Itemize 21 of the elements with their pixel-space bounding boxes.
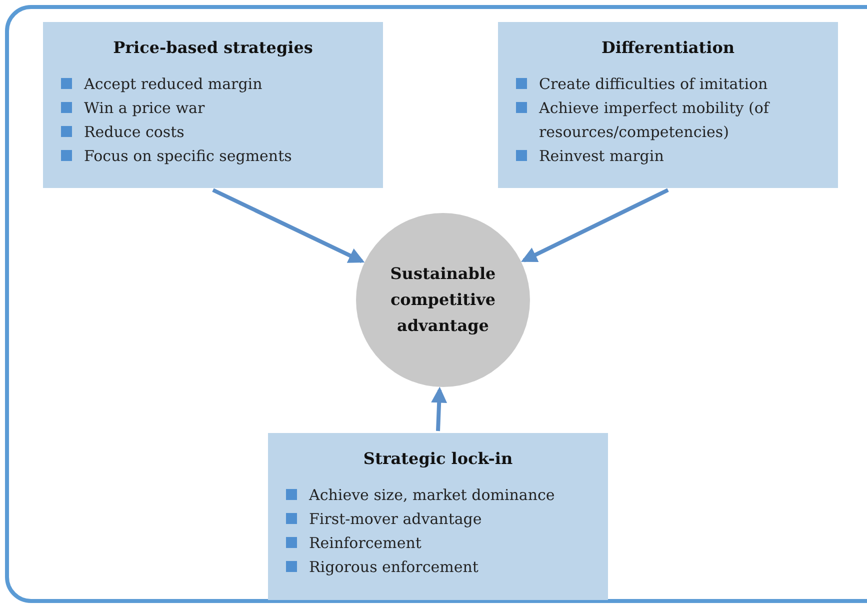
arrow [520, 188, 669, 262]
list-item: Win a price war [84, 98, 205, 119]
list-item: Rigorous enforcement [309, 557, 478, 578]
list-item: Achieve imperfect mobility (of resources/competencies) [539, 98, 771, 143]
list-item: Reduce costs [84, 122, 184, 143]
list-item: Accept reduced margin [84, 74, 262, 95]
list-item: Reinvest margin [539, 146, 664, 167]
arrow [431, 386, 448, 432]
list-item: Create difficulties of imitation [539, 74, 768, 95]
circle-label: Sustainable competitive advantage [389, 263, 497, 337]
box-heading: Strategic lock-in [362, 448, 514, 470]
strategy-box [498, 22, 838, 188]
list-item: Reinforcement [309, 533, 422, 554]
strategy-box [268, 433, 608, 600]
arrow [212, 188, 365, 263]
list-item: Achieve size, market dominance [309, 485, 555, 506]
list-item: Focus on specific segments [84, 146, 292, 167]
list-item: First-mover advantage [309, 509, 482, 530]
box-heading: Price-based strategies [112, 37, 314, 59]
box-heading: Differentiation [600, 37, 736, 59]
strategy-box [43, 22, 383, 188]
